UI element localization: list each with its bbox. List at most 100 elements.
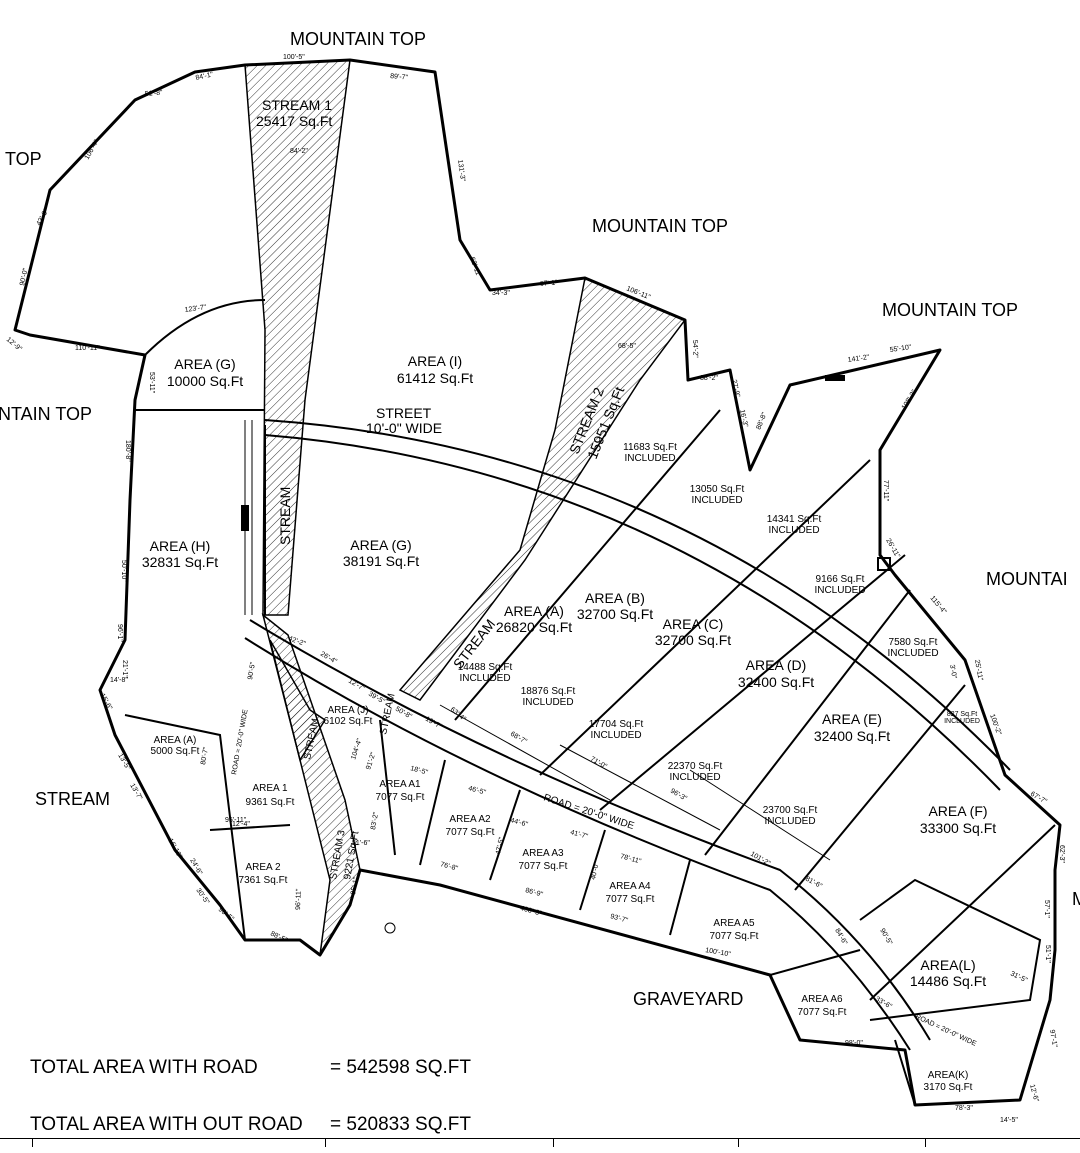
total-without-road: TOTAL AREA WITH OUT ROAD = 520833 SQ.FT <box>30 1115 471 1134</box>
stream-1-shape <box>244 59 351 616</box>
region-label-mountain-top-2: MOUNTAIN TOP <box>592 216 728 236</box>
dimension-label: 80'-7" <box>200 746 210 765</box>
dimension-label: 88'-5" <box>269 930 289 944</box>
dimension-label: 44'-6" <box>509 817 529 829</box>
area-name: AREA A6 <box>801 994 843 1005</box>
street-edge-top <box>264 419 1011 771</box>
included-note: INCLUDED <box>691 495 742 506</box>
street-label-line2: 10'-0" WIDE <box>366 420 442 436</box>
included-value: 23700 Sq.Ft <box>763 805 818 816</box>
dimension-label: 81'-6" <box>804 876 823 891</box>
included-note: INCLUDED <box>764 816 815 827</box>
area-name: AREA (E) <box>822 711 882 727</box>
dimension-label: 68'-7" <box>509 731 528 746</box>
area-name: AREA A5 <box>713 918 755 929</box>
area-name: AREA (A) <box>504 603 564 619</box>
included-note: INCLUDED <box>768 525 819 536</box>
dimension-label: 51'-8" <box>145 89 164 98</box>
title-block-divider <box>32 1139 33 1147</box>
dimension-label: 71'-0" <box>589 756 608 771</box>
road-label-side: ROAD = 20'-0" WIDE <box>231 709 249 776</box>
included-note: INCLUDED <box>522 697 573 708</box>
total-without-road-label: TOTAL AREA WITH OUT ROAD <box>30 1114 303 1135</box>
dimension-label: 53'-11" <box>148 372 155 394</box>
total-with-road: TOTAL AREA WITH ROAD = 542598 SQ.FT <box>30 1058 471 1077</box>
dimension-label: 78'-3" <box>955 1105 973 1112</box>
dimension-label: 34'-3" <box>492 290 510 297</box>
dimension-label: 100'-10" <box>705 947 732 958</box>
dimension-label: 40'-0" <box>590 861 601 880</box>
dimension-label: 76'-8" <box>439 861 459 873</box>
included-value: 14341 Sq.Ft <box>767 514 822 525</box>
dimension-label: 55'-10" <box>889 344 912 354</box>
dimension-label: 31'-5" <box>1009 970 1029 984</box>
dimension-label: 62'-3" <box>1058 845 1065 863</box>
dimension-label: 95'-1" <box>350 876 360 895</box>
area-value: 32400 Sq.Ft <box>738 674 814 690</box>
dimension-label: 115'-4" <box>928 595 947 616</box>
dimension-label: 67'-1" <box>540 279 559 288</box>
area-value: 38191 Sq.Ft <box>343 553 419 569</box>
included-value: 18876 Sq.Ft <box>521 686 576 697</box>
dimension-label: 84'-1" <box>195 71 214 82</box>
area-value: 10000 Sq.Ft <box>167 373 243 389</box>
area-value: 3170 Sq.Ft <box>924 1082 973 1093</box>
included-note: INCLUDED <box>944 718 980 725</box>
dimension-label: 93'-7" <box>609 913 629 925</box>
road-label-main: ROAD = 20'-0" WIDE <box>542 792 636 832</box>
area-value: 33300 Sq.Ft <box>920 820 996 836</box>
dimension-label: 90'-0" <box>19 267 30 286</box>
stream-word-vertical: STREAM <box>277 487 293 545</box>
dimension-label: 14'-8" <box>110 677 128 684</box>
dimension-label: 16'-3" <box>738 409 749 428</box>
area-value: 7077 Sq.Ft <box>798 1007 847 1018</box>
area-value: 32700 Sq.Ft <box>577 606 653 622</box>
area-name: AREA (G) <box>350 537 411 553</box>
dimension-label: 3'-0" <box>948 664 957 679</box>
dimension-label: 108'-3" <box>901 388 919 411</box>
area-value: 7077 Sq.Ft <box>446 827 495 838</box>
dimension-label: 68'-5" <box>618 343 636 350</box>
included-note: INCLUDED <box>459 673 510 684</box>
area-value: 14486 Sq.Ft <box>910 973 986 989</box>
dimension-label: 77'-11" <box>882 480 889 502</box>
area-name: AREA (B) <box>585 590 645 606</box>
included-note: INCLUDED <box>624 453 675 464</box>
stream1-name: STREAM 1 <box>262 97 332 113</box>
dimension-label: 90'-5" <box>247 661 257 680</box>
dimension-label: 89'-7" <box>390 73 409 82</box>
area-value: 26820 Sq.Ft <box>496 619 572 635</box>
stream-small-shape <box>269 639 327 762</box>
area-value: 32700 Sq.Ft <box>655 632 731 648</box>
dimension-label: 83'-2" <box>370 811 380 830</box>
dimension-label: 57'-1" <box>1043 900 1050 918</box>
area-name: AREA (A) <box>154 735 197 746</box>
dimension-label: 18'-5" <box>409 765 429 777</box>
dimension-label: 104'-4" <box>350 737 364 760</box>
region-label-stream: STREAM <box>35 789 110 809</box>
region-label-mountain-top-1: MOUNTAIN TOP <box>290 29 426 49</box>
dimension-label: 46'-5" <box>467 785 487 797</box>
title-block-divider <box>738 1139 739 1147</box>
dimension-label: 90'-5" <box>878 928 893 947</box>
stream-2-shape <box>398 276 687 701</box>
area-labels: AREA (G) 10000 Sq.Ft AREA (I) 61412 Sq.F… <box>142 353 996 1093</box>
dimension-label: 12'-7" <box>347 678 366 693</box>
dimension-label: 12'-9" <box>5 336 24 353</box>
area-value: 5000 Sq.Ft <box>151 746 200 757</box>
dimension-label: 51'-1" <box>1044 945 1051 963</box>
dimension-label: 25'-11" <box>973 659 984 682</box>
region-label-ntain-top: NTAIN TOP <box>0 404 92 424</box>
title-block-divider <box>325 1139 326 1147</box>
dimension-label: 91'-2" <box>365 751 377 771</box>
dimension-label: 16'-10" <box>166 838 183 861</box>
included-note: INCLUDED <box>590 730 641 741</box>
dimension-label: 12'-6" <box>1028 1084 1040 1104</box>
dimension-label: 100'-5" <box>283 54 305 61</box>
area-name: AREA A4 <box>609 881 651 892</box>
region-labels: MOUNTAIN TOP MOUNTAIN TOP MOUNTAIN TOP T… <box>0 29 1080 1009</box>
area-name: AREA(K) <box>928 1070 969 1081</box>
area-value: 7077 Sq.Ft <box>710 931 759 942</box>
area-value: 6102 Sq.Ft <box>324 716 373 727</box>
